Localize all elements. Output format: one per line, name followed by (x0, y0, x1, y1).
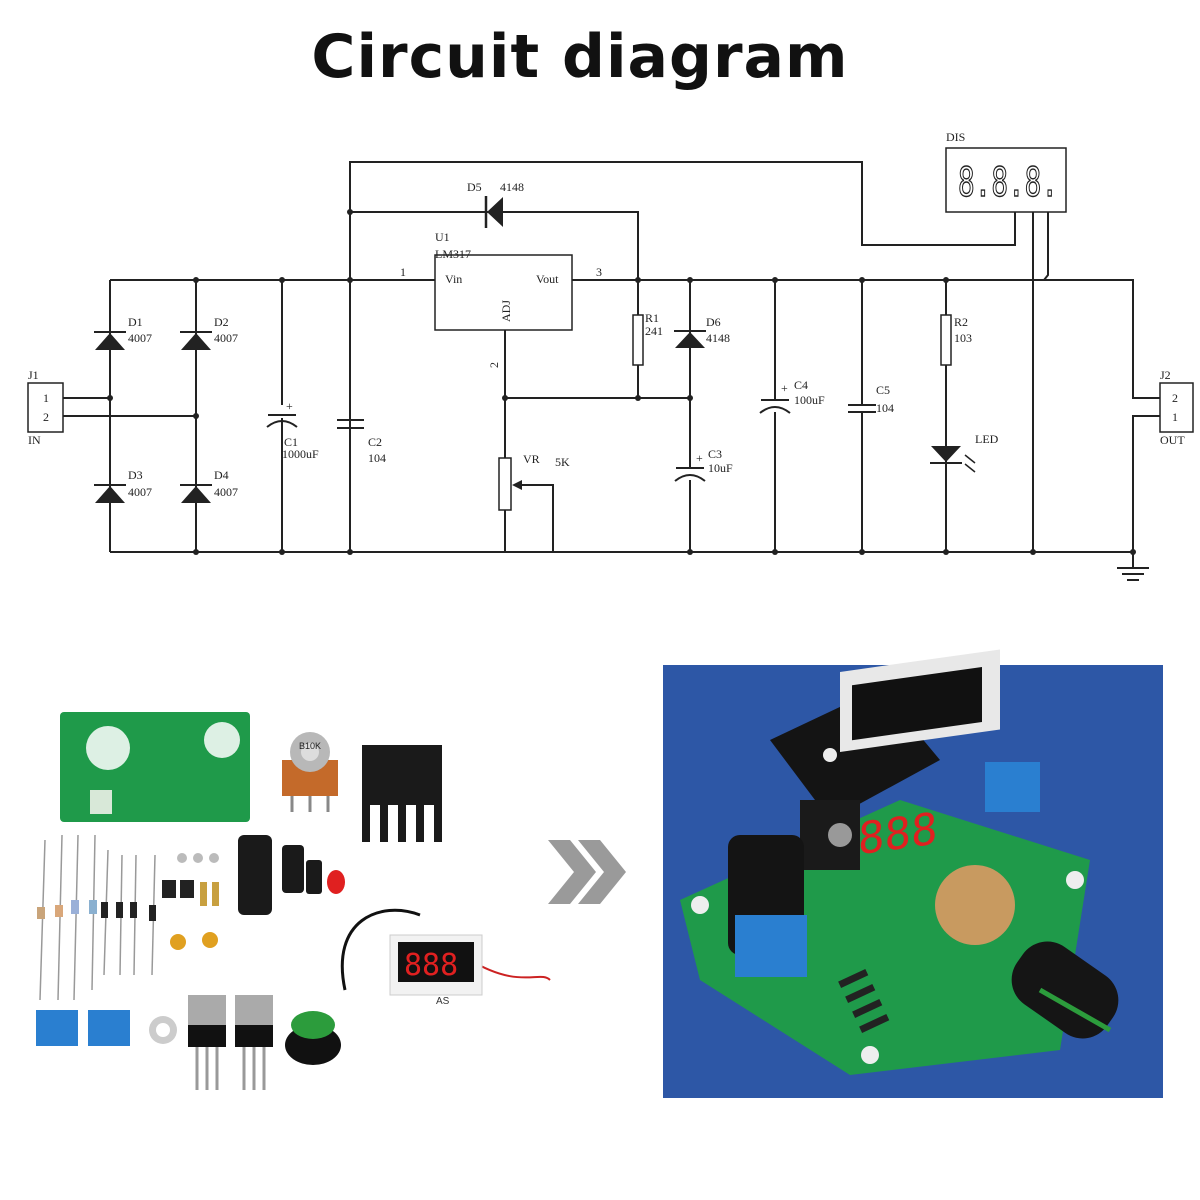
terminal-blocks (36, 1010, 130, 1046)
capacitor-c4: + C4 100uF (759, 378, 825, 414)
svg-text:J1: J1 (28, 368, 39, 382)
ground-symbol (1117, 552, 1149, 581)
svg-text:104: 104 (876, 401, 894, 415)
terminal-block-in (735, 915, 807, 977)
svg-text:D3: D3 (128, 468, 143, 482)
resistor-r2: R2 103 (940, 314, 972, 366)
svg-text:DIS: DIS (946, 130, 965, 144)
svg-text:100uF: 100uF (794, 393, 825, 407)
svg-text:1: 1 (400, 265, 406, 279)
svg-text:R2: R2 (954, 315, 968, 329)
potentiometer-vr: VR 5K (498, 452, 570, 511)
svg-text:J2: J2 (1160, 368, 1171, 382)
svg-text:IN: IN (28, 433, 41, 447)
led-display: 888 (840, 649, 1000, 865)
svg-text:4007: 4007 (214, 331, 238, 345)
kit-photo: B10K (36, 712, 551, 1090)
display-dis: DIS 8.8.8. (945, 130, 1067, 213)
regulator-u1: U1 LM317 Vin Vout ADJ 1 2 3 (400, 230, 602, 368)
diode-d3: D3 4007 (94, 468, 152, 503)
svg-text:U1: U1 (435, 230, 450, 244)
svg-text:2: 2 (487, 362, 501, 368)
capacitor-c1: + C1 1000uF (266, 399, 319, 461)
svg-text:1: 1 (1172, 410, 1178, 424)
svg-text:D6: D6 (706, 315, 721, 329)
svg-text:104: 104 (368, 451, 386, 465)
arrow-icon (548, 840, 626, 904)
svg-text:4007: 4007 (128, 485, 152, 499)
svg-text:C5: C5 (876, 383, 890, 397)
page-title: Circuit diagram (311, 22, 849, 92)
svg-text:VR: VR (523, 452, 540, 466)
svg-text:2: 2 (43, 410, 49, 424)
heatsink-part (362, 745, 442, 842)
electrolytic-capacitors (238, 835, 345, 915)
svg-text:R1: R1 (645, 311, 659, 325)
svg-text:+: + (696, 451, 703, 465)
svg-text:241: 241 (645, 324, 663, 338)
svg-text:2: 2 (1172, 391, 1178, 405)
svg-text:10uF: 10uF (708, 461, 733, 475)
diode-d4: D4 4007 (180, 468, 238, 503)
connector-j1: J1 1 2 IN (27, 368, 64, 447)
svg-text:LM317: LM317 (435, 247, 471, 261)
svg-text:888: 888 (404, 948, 458, 983)
junction-dots (107, 209, 1136, 555)
diode-d1: D1 4007 (94, 315, 152, 350)
diode-d6: D6 4148 (674, 315, 730, 348)
connector-j2: J2 2 1 OUT (1159, 368, 1194, 447)
svg-text:4148: 4148 (500, 180, 524, 194)
svg-text:B10K: B10K (299, 741, 321, 751)
diodes (838, 968, 890, 1033)
svg-text:C4: C4 (794, 378, 808, 392)
assembled-photo: 888 (663, 649, 1163, 1098)
svg-text:1: 1 (43, 391, 49, 405)
resistor-r1: R1 241 (632, 311, 663, 366)
voltmeter-part: 888 AS (389, 934, 483, 1007)
svg-text:D1: D1 (128, 315, 143, 329)
svg-text:+: + (286, 399, 293, 413)
svg-text:OUT: OUT (1160, 433, 1185, 447)
svg-text:ADJ: ADJ (499, 300, 513, 322)
svg-text:AS: AS (436, 996, 450, 1007)
svg-text:Vin: Vin (445, 272, 462, 286)
capacitor-c2: C2 104 (337, 419, 386, 465)
capacitor-c3: + C3 10uF (674, 447, 733, 482)
svg-text:4007: 4007 (214, 485, 238, 499)
svg-text:5K: 5K (555, 455, 570, 469)
terminal-block-out (985, 762, 1040, 812)
svg-text:LED: LED (975, 432, 999, 446)
svg-text:D5: D5 (467, 180, 482, 194)
svg-text:1000uF: 1000uF (282, 447, 319, 461)
diode-d5: D5 4148 (467, 180, 524, 228)
potentiometer-part: B10K (282, 732, 338, 812)
svg-text:D4: D4 (214, 468, 229, 482)
svg-text:4148: 4148 (706, 331, 730, 345)
svg-text:3: 3 (596, 265, 602, 279)
svg-text:C3: C3 (708, 447, 722, 461)
svg-text:C1: C1 (284, 435, 298, 449)
svg-text:C2: C2 (368, 435, 382, 449)
svg-text:D2: D2 (214, 315, 229, 329)
svg-text:4007: 4007 (128, 331, 152, 345)
capacitor-c5: C5 104 (848, 383, 894, 415)
svg-text:103: 103 (954, 331, 972, 345)
resistors-diodes (39, 834, 156, 1001)
potentiometer-knob (935, 865, 1119, 1039)
led: LED (930, 432, 999, 473)
knob-part (285, 1011, 341, 1065)
diode-d2: D2 4007 (180, 315, 238, 350)
lm317-parts (188, 995, 273, 1090)
svg-text:888: 888 (858, 803, 937, 865)
svg-text:Vout: Vout (536, 272, 559, 286)
display-digits: 8.8.8. (958, 160, 1058, 206)
svg-text:+: + (781, 381, 788, 395)
